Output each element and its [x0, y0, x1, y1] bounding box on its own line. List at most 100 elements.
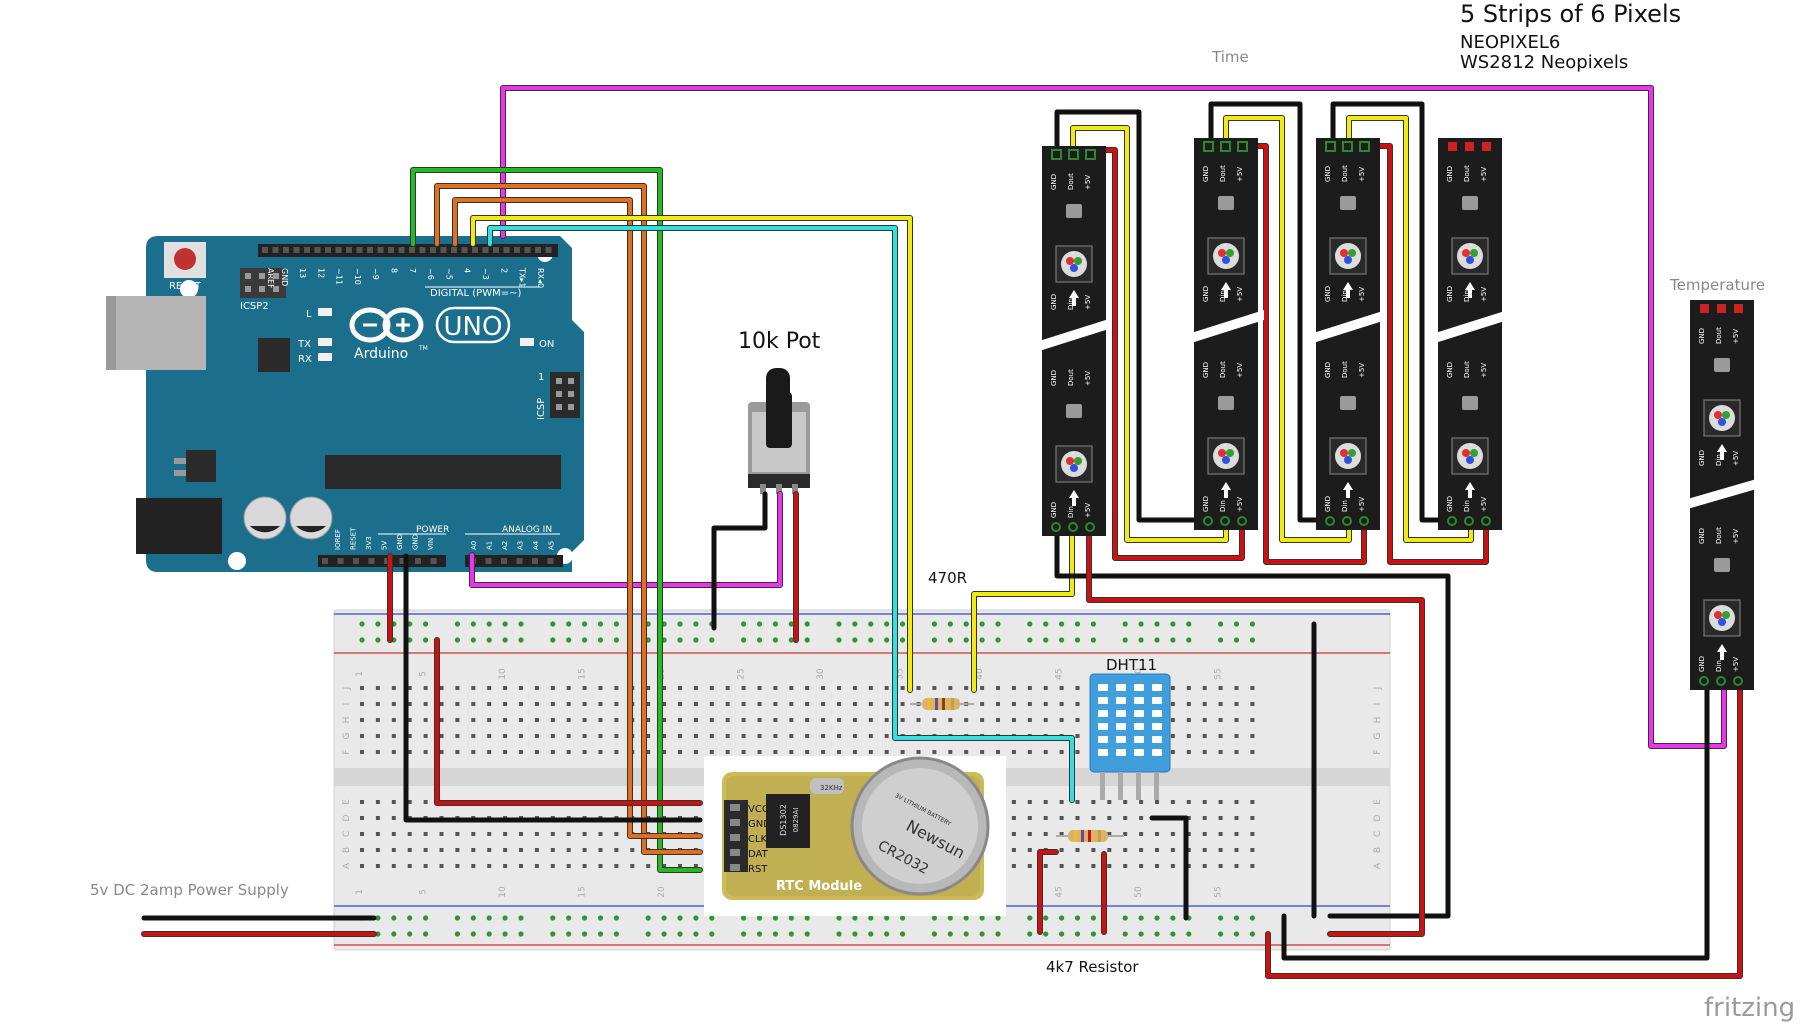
digital-pin-label: 13: [298, 268, 307, 278]
usb-chip: [258, 338, 290, 372]
strip-pin-label: +5V: [1358, 287, 1366, 302]
strip-pin-label: GND: [1698, 656, 1706, 672]
strip-pin-label: GND: [1324, 166, 1332, 182]
wire-strip-chain-black: [1054, 109, 1214, 523]
fritzing-logo: fritzing: [1704, 993, 1795, 1023]
atmega-chip: [325, 455, 561, 489]
power-supply-label: 5v DC 2amp Power Supply: [90, 881, 289, 899]
rtc-pin-label: VCC: [748, 804, 769, 815]
potentiometer: [748, 368, 810, 494]
time-label: Time: [1211, 48, 1249, 66]
digital-pin-label: AREF: [266, 268, 275, 289]
rtc-title: RTC Module: [776, 879, 862, 894]
trademark: TM: [418, 345, 428, 352]
strip-pin-label: Dout: [1715, 527, 1723, 544]
strip-pin-label: Dout: [1463, 165, 1471, 182]
strip-pin-label: +5V: [1084, 371, 1092, 386]
capacitor: [243, 496, 287, 540]
strip-pin-label: GND: [1446, 362, 1454, 378]
column-label: 40: [975, 668, 985, 680]
column-label: 10: [498, 886, 508, 898]
digital-pin-label: GND: [280, 268, 289, 286]
strip-pin-label: GND: [1050, 174, 1058, 190]
neopixel-led: [1451, 396, 1489, 498]
strip-pin-label: Dout: [1715, 327, 1723, 344]
column-label: 55: [1214, 886, 1224, 897]
analog-pin-label: A5: [548, 541, 556, 550]
rtc-chip-label: DS1302: [779, 804, 788, 836]
wire-black-gnd: [403, 553, 703, 823]
row-label: D: [1373, 814, 1383, 821]
led-on-label: ON: [539, 339, 554, 350]
resistor-470r: [910, 698, 974, 710]
led-on: [520, 338, 534, 346]
row-label: I: [342, 703, 352, 706]
power-pin-label: IOREF: [334, 529, 342, 550]
analog-label: ANALOG IN: [502, 525, 552, 535]
rtc-chip: [766, 794, 810, 848]
rtc-pin-label: DAT: [748, 849, 769, 860]
column-label: 45: [1055, 668, 1065, 679]
strip-pin-label: +5V: [1236, 363, 1244, 378]
strip-pin-label: GND: [1202, 362, 1210, 378]
dht11-sensor: [1089, 673, 1171, 800]
row-label: H: [342, 717, 352, 724]
neopixel-led: [1055, 404, 1093, 506]
r470-label: 470R: [928, 569, 967, 587]
led-l-label: L: [306, 309, 312, 320]
neopixel-led: [1207, 196, 1245, 298]
digital-pin-label: ~6: [426, 268, 435, 280]
power-pin-label: 5V: [381, 541, 389, 550]
strip-pin-label: +5V: [1732, 657, 1740, 672]
strip-pin-label: +5V: [1084, 503, 1092, 518]
strip-pin-label: Din: [1463, 290, 1471, 302]
row-label: A: [342, 862, 352, 869]
neopixel-led: [1451, 196, 1489, 298]
wire-black-strip-gnd: [1054, 517, 1451, 919]
strip-pin-label: +5V: [1732, 329, 1740, 344]
pot-label: 10k Pot: [738, 329, 821, 354]
digital-pin-label: ~11: [335, 268, 344, 285]
column-label: 45: [1055, 886, 1065, 897]
row-label: F: [1373, 749, 1383, 754]
power-label: POWER: [416, 525, 449, 535]
rtc-pin-label: RST: [748, 864, 768, 875]
neopixel-led: [1329, 196, 1367, 298]
strip-pin-label: GND: [1324, 496, 1332, 512]
row-label: A: [1373, 862, 1383, 869]
wire-black-pot: [711, 491, 768, 631]
column-label: 5: [419, 671, 429, 677]
neopixel-led: [1055, 204, 1093, 306]
power-pin-label: GND: [412, 534, 420, 550]
analog-pin-label: A2: [501, 541, 509, 550]
strip-pin-label: GND: [1050, 294, 1058, 310]
analog-pin-label: A1: [486, 541, 494, 550]
row-label: H: [1373, 717, 1383, 724]
led-l: [318, 308, 332, 316]
digital-pin-label: ~10: [353, 268, 362, 285]
row-label: B: [342, 847, 352, 853]
strip-pin-label: GND: [1050, 502, 1058, 518]
power-pin-label: GND: [396, 534, 404, 550]
strip-pin-label: +5V: [1084, 175, 1092, 190]
strip-pin-label: Din: [1715, 660, 1723, 672]
strip-pin-label: GND: [1202, 496, 1210, 512]
strip-pin-label: +5V: [1358, 167, 1366, 182]
strip-pin-label: GND: [1446, 166, 1454, 182]
strip-pin-label: Din: [1219, 290, 1227, 302]
uno-label: UNO: [444, 312, 503, 342]
power-pin-label: VIN: [427, 538, 435, 550]
dht11-label: DHT11: [1106, 656, 1157, 674]
row-label: G: [1373, 732, 1383, 739]
digital-pin-label: TX▸1: [518, 267, 527, 287]
strip-pin-label: Dout: [1219, 165, 1227, 182]
row-label: B: [1373, 847, 1383, 853]
row-label: E: [342, 799, 352, 805]
neopixel-led: [1703, 358, 1741, 460]
strip-pin-label: +5V: [1236, 287, 1244, 302]
strip-pin-label: +5V: [1236, 497, 1244, 512]
column-label: 20: [657, 886, 667, 898]
mount-hole: [180, 280, 198, 298]
digital-pin-label: 8: [390, 268, 399, 273]
